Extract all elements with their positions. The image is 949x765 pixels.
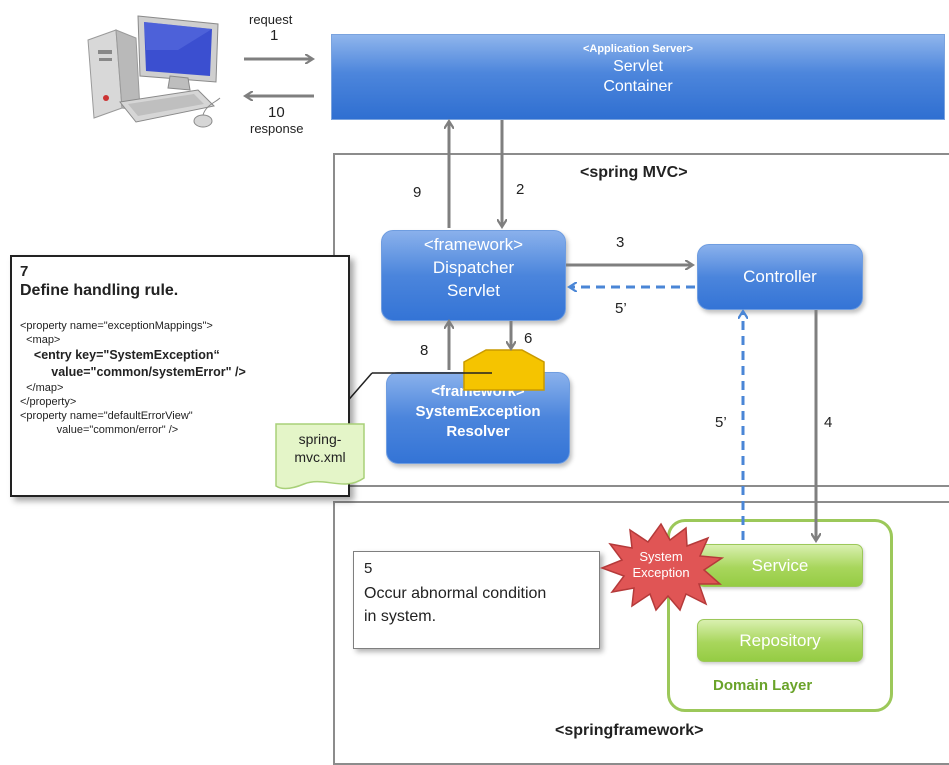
- domain-layer-title: Domain Layer: [713, 677, 813, 694]
- step-8-label: 8: [420, 342, 429, 359]
- application-server-box: <Application Server> Servlet Container: [331, 34, 945, 120]
- note-line2: mvc.xml: [294, 449, 346, 465]
- folder-tab-icon: [463, 349, 545, 391]
- step-4-label: 4: [824, 414, 833, 431]
- exception-line2: in system.: [364, 608, 437, 625]
- step-2-label: 2: [516, 181, 525, 198]
- controller-box: Controller: [697, 244, 863, 310]
- dispatcher-line2: Servlet: [447, 281, 500, 300]
- step-1-label: 1: [270, 27, 279, 44]
- burst-label: System Exception: [596, 549, 726, 581]
- note-line1: spring-: [298, 431, 342, 447]
- burst-line2: Exception: [632, 565, 690, 580]
- note-label: spring- mvc.xml: [274, 430, 366, 466]
- note-icon: [275, 423, 365, 490]
- code-line: <property name="exceptionMappings">: [20, 320, 213, 332]
- spring-mvc-title: <spring MVC>: [580, 164, 688, 181]
- exception-line1: Occur abnormal condition: [364, 585, 547, 602]
- flow-arrows: [0, 0, 949, 747]
- step-10-label: 10: [268, 104, 285, 121]
- dispatcher-line1: Dispatcher: [432, 258, 515, 277]
- request-label: request: [249, 12, 293, 27]
- rule-title: Define handling rule.: [20, 282, 179, 299]
- step-5-prime-label-a: 5’: [615, 300, 627, 317]
- step-5-prime-label-b: 5’: [715, 414, 727, 431]
- response-label: response: [250, 121, 304, 136]
- step-9-label: 9: [413, 184, 422, 201]
- exception-box: 5 Occur abnormal condition in system.: [353, 551, 600, 649]
- exception-number: 5: [364, 560, 373, 577]
- rule-code: <property name="exceptionMappings"> <map…: [20, 319, 246, 437]
- code-line: <map>: [20, 334, 61, 346]
- rule-number: 7: [20, 263, 29, 280]
- repository-box: Repository: [697, 619, 863, 662]
- resolver-line1: SystemException: [415, 403, 541, 420]
- computer-icon: [87, 15, 221, 128]
- code-line: <property name="defaultErrorView": [20, 410, 193, 422]
- servlet-label: Servlet: [613, 58, 663, 75]
- system-exception-burst-icon: [599, 522, 725, 612]
- code-line: value="common/error" />: [20, 424, 179, 436]
- rule-definition-box: 7 Define handling rule. <property name="…: [10, 255, 350, 497]
- code-line: </property>: [20, 396, 77, 408]
- application-server-tag: <Application Server>: [582, 43, 694, 55]
- dispatcher-servlet-box: <framework> Dispatcher Servlet: [381, 230, 566, 321]
- service-box: Service: [697, 544, 863, 587]
- resolver-line2: Resolver: [446, 423, 510, 440]
- step-6-label: 6: [524, 330, 533, 347]
- container-label: Container: [603, 78, 673, 95]
- springframework-title: <springframework>: [555, 722, 704, 739]
- controller-label: Controller: [743, 267, 817, 286]
- step-3-label: 3: [616, 234, 625, 251]
- code-line: </map>: [20, 382, 64, 394]
- service-label: Service: [751, 556, 809, 575]
- repository-label: Repository: [739, 631, 821, 650]
- code-line: value="common/systemError" />: [20, 365, 246, 379]
- dispatcher-tag: <framework>: [423, 235, 524, 254]
- code-line: <entry key="SystemException“: [20, 348, 220, 362]
- burst-line1: System: [639, 549, 683, 564]
